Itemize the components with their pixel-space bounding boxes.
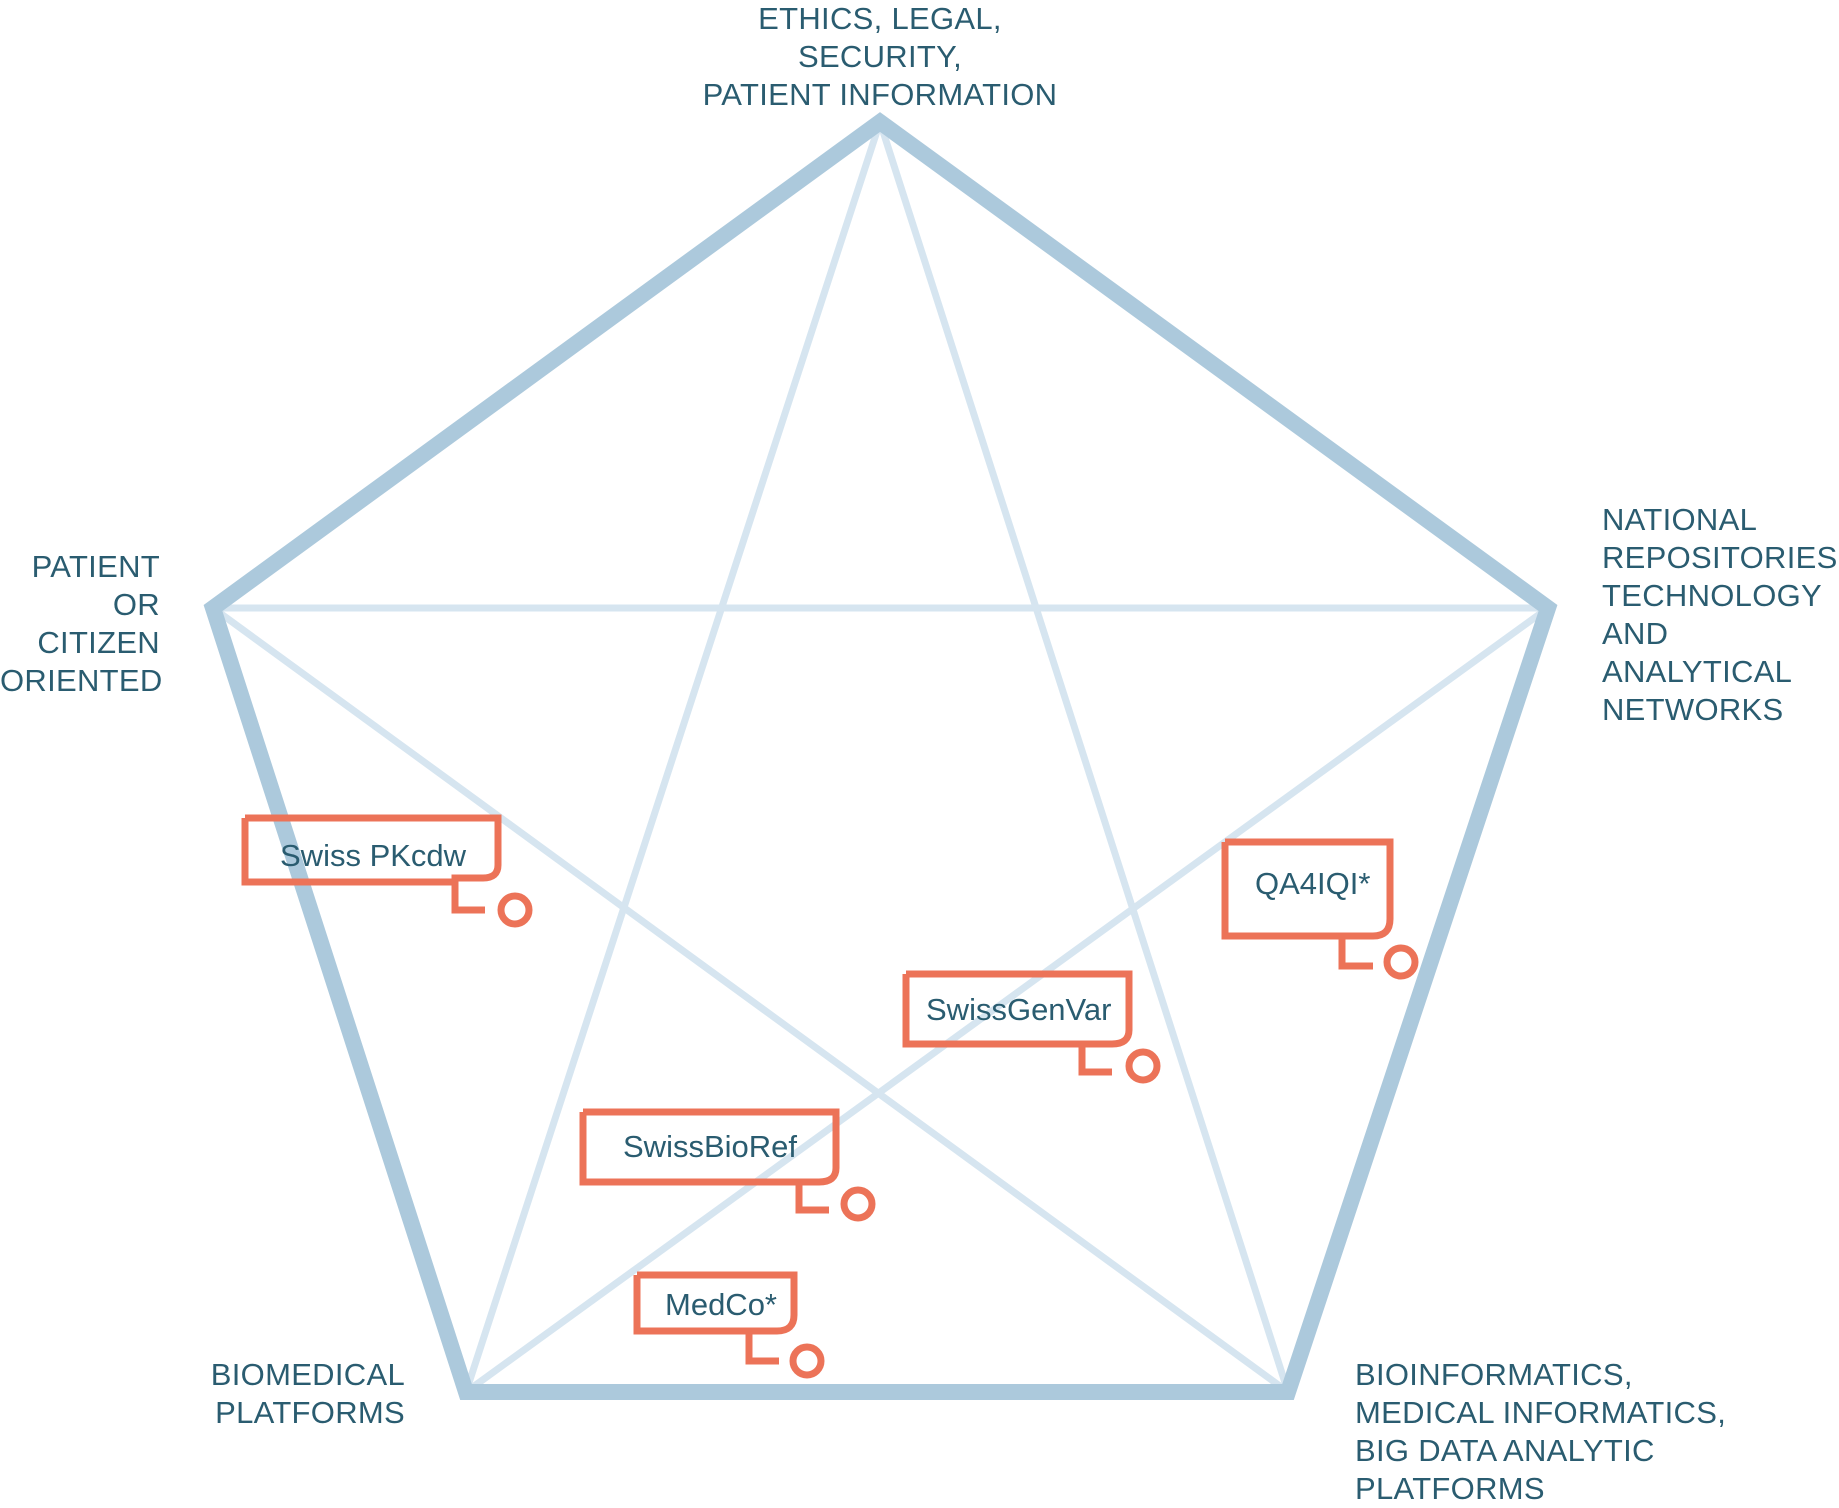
tag-dot	[497, 892, 533, 928]
tag-callout	[579, 1108, 840, 1214]
corner-label-bottom-right: BIOINFORMATICS, MEDICAL INFORMATICS, BIG…	[1355, 1357, 1727, 1506]
tag-label: QA4IQI*	[1255, 866, 1370, 901]
tag-callout	[1221, 838, 1394, 970]
star-line	[463, 605, 1551, 1395]
project-tag-swissgenvar: SwissGenVar	[902, 970, 1161, 1084]
tag-callout	[241, 814, 502, 914]
corner-label-left: PATIENT OR CITIZEN ORIENTED	[0, 549, 163, 698]
tag-callout	[633, 1271, 798, 1365]
star-line	[210, 605, 1291, 1395]
star-line	[462, 120, 884, 1394]
pentagram-lines	[210, 120, 1551, 1395]
tag-label: Swiss PKcdw	[280, 838, 467, 873]
project-tag-medco: MedCo*	[633, 1271, 825, 1379]
project-tag-swissbioref: SwissBioRef	[579, 1108, 876, 1222]
project-tag-qa4iqi: QA4IQI*	[1221, 838, 1419, 980]
corner-label-right: NATIONAL REPOSITORIES, TECHNOLOGY AND AN…	[1602, 502, 1839, 727]
tag-dot	[1383, 944, 1419, 980]
tag-dot	[789, 1343, 825, 1379]
corner-label-top: ETHICS, LEGAL, SECURITY, PATIENT INFORMA…	[702, 1, 1058, 112]
tag-label: SwissBioRef	[623, 1129, 797, 1164]
tag-dot	[840, 1186, 876, 1222]
pentagon-diagram: Swiss PKcdw QA4IQI* SwissGenVar SwissBio…	[203, 112, 1558, 1400]
pentagon-outline	[203, 112, 1558, 1400]
project-tag-swiss-pkcdw: Swiss PKcdw	[241, 814, 533, 928]
tag-callout	[902, 970, 1133, 1076]
tag-dot	[1125, 1048, 1161, 1084]
star-line	[876, 120, 1292, 1394]
corner-label-bottom-left: BIOMEDICAL PLATFORMS	[210, 1357, 405, 1430]
tag-label: MedCo*	[665, 1287, 777, 1322]
tag-label: SwissGenVar	[926, 992, 1112, 1027]
